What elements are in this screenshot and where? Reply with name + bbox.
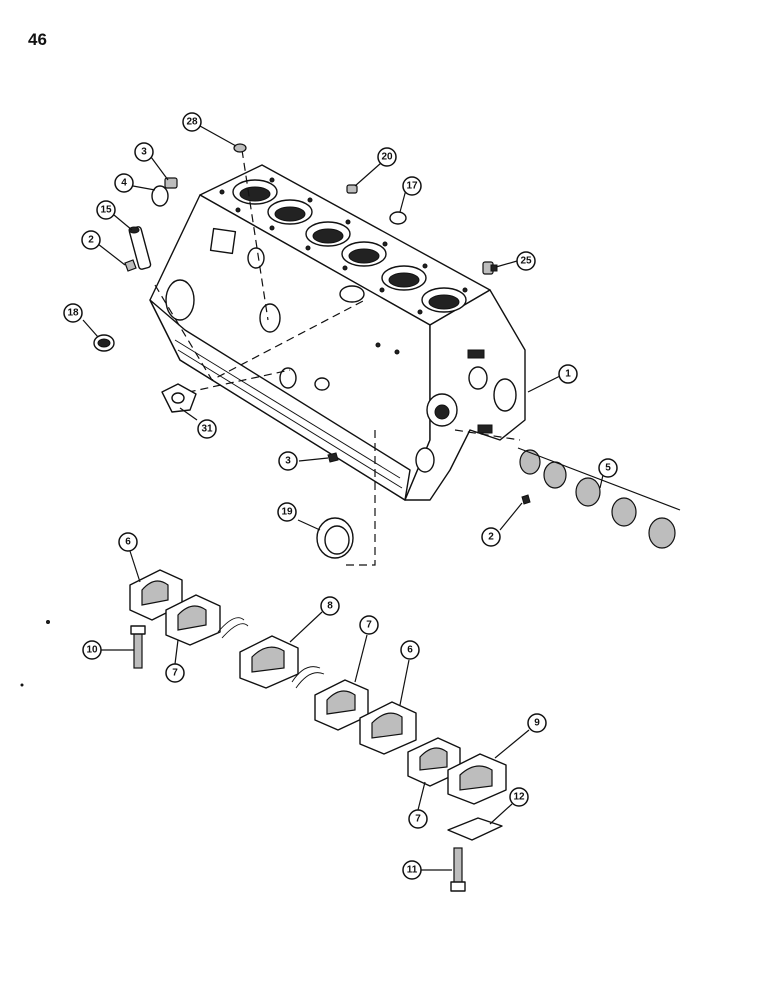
bearing-cap-6b [359, 701, 417, 755]
callout-18: 18 [63, 303, 83, 323]
svg-text:6: 6 [125, 537, 131, 548]
callout-7-right: 7 [408, 809, 428, 829]
thrust-washer-b [291, 666, 325, 689]
svg-text:5: 5 [605, 463, 611, 474]
callout-7-left: 7 [165, 663, 185, 683]
main-bearing-caps [129, 569, 507, 892]
svg-text:31: 31 [201, 424, 213, 435]
svg-text:17: 17 [406, 181, 418, 192]
callout-20: 20 [377, 147, 397, 167]
svg-text:2: 2 [488, 532, 494, 543]
callout-5: 5 [598, 458, 618, 478]
callout-17: 17 [402, 176, 422, 196]
lock-plate [447, 817, 503, 841]
loose-parts [93, 143, 681, 559]
svg-text:19: 19 [281, 507, 293, 518]
leader-lines [82, 125, 604, 871]
callout-10: 10 [82, 640, 102, 660]
cylinder-bores [232, 179, 467, 313]
callout-6-left: 6 [118, 532, 138, 552]
bearing-cap-9 [447, 753, 507, 805]
svg-text:11: 11 [407, 865, 418, 876]
bearing-cap-6a [129, 569, 183, 621]
svg-text:4: 4 [121, 178, 127, 189]
callout-25: 25 [516, 251, 536, 271]
callout-19: 19 [277, 502, 297, 522]
svg-text:12: 12 [513, 792, 525, 803]
bearing-cap-7a [165, 594, 221, 646]
svg-text:15: 15 [100, 205, 112, 216]
callout-3-lower: 3 [278, 451, 298, 471]
callout-8: 8 [320, 596, 340, 616]
svg-text:7: 7 [366, 620, 372, 631]
callout-3-top: 3 [134, 142, 154, 162]
cam-bushings [517, 447, 681, 549]
main-bearing-bolt-11 [450, 847, 466, 892]
callout-7-middle: 7 [359, 615, 379, 635]
callout-4: 4 [114, 173, 134, 193]
svg-text:28: 28 [186, 117, 198, 128]
callout-12: 12 [509, 787, 529, 807]
thrust-washer-a [217, 617, 249, 639]
cylinder-block [149, 164, 526, 501]
callout-11: 11 [402, 860, 422, 880]
svg-text:3: 3 [141, 147, 147, 158]
callout-31: 31 [197, 419, 217, 439]
callout-1: 1 [558, 364, 578, 384]
svg-text:8: 8 [327, 601, 333, 612]
callout-2-right: 2 [481, 527, 501, 547]
svg-text:9: 9 [534, 718, 540, 729]
svg-text:7: 7 [172, 668, 178, 679]
assembly-lines [154, 149, 521, 566]
svg-text:6: 6 [407, 645, 413, 656]
page-number: 46 [28, 30, 47, 49]
callout-6-right: 6 [400, 640, 420, 660]
svg-text:7: 7 [415, 814, 421, 825]
svg-text:25: 25 [520, 256, 532, 267]
svg-text:1: 1 [565, 369, 571, 380]
head-bolt-holes [219, 177, 468, 315]
callout-2-left: 2 [81, 230, 101, 250]
bearing-cap-8 [239, 635, 299, 689]
callout-28: 28 [182, 112, 202, 132]
callout-15: 15 [96, 200, 116, 220]
svg-text:3: 3 [285, 456, 291, 467]
main-bearing-bolt-10 [130, 625, 146, 669]
svg-text:20: 20 [381, 152, 393, 163]
svg-text:10: 10 [86, 645, 98, 656]
svg-text:18: 18 [67, 308, 79, 319]
svg-text:2: 2 [88, 235, 94, 246]
callout-9: 9 [527, 713, 547, 733]
